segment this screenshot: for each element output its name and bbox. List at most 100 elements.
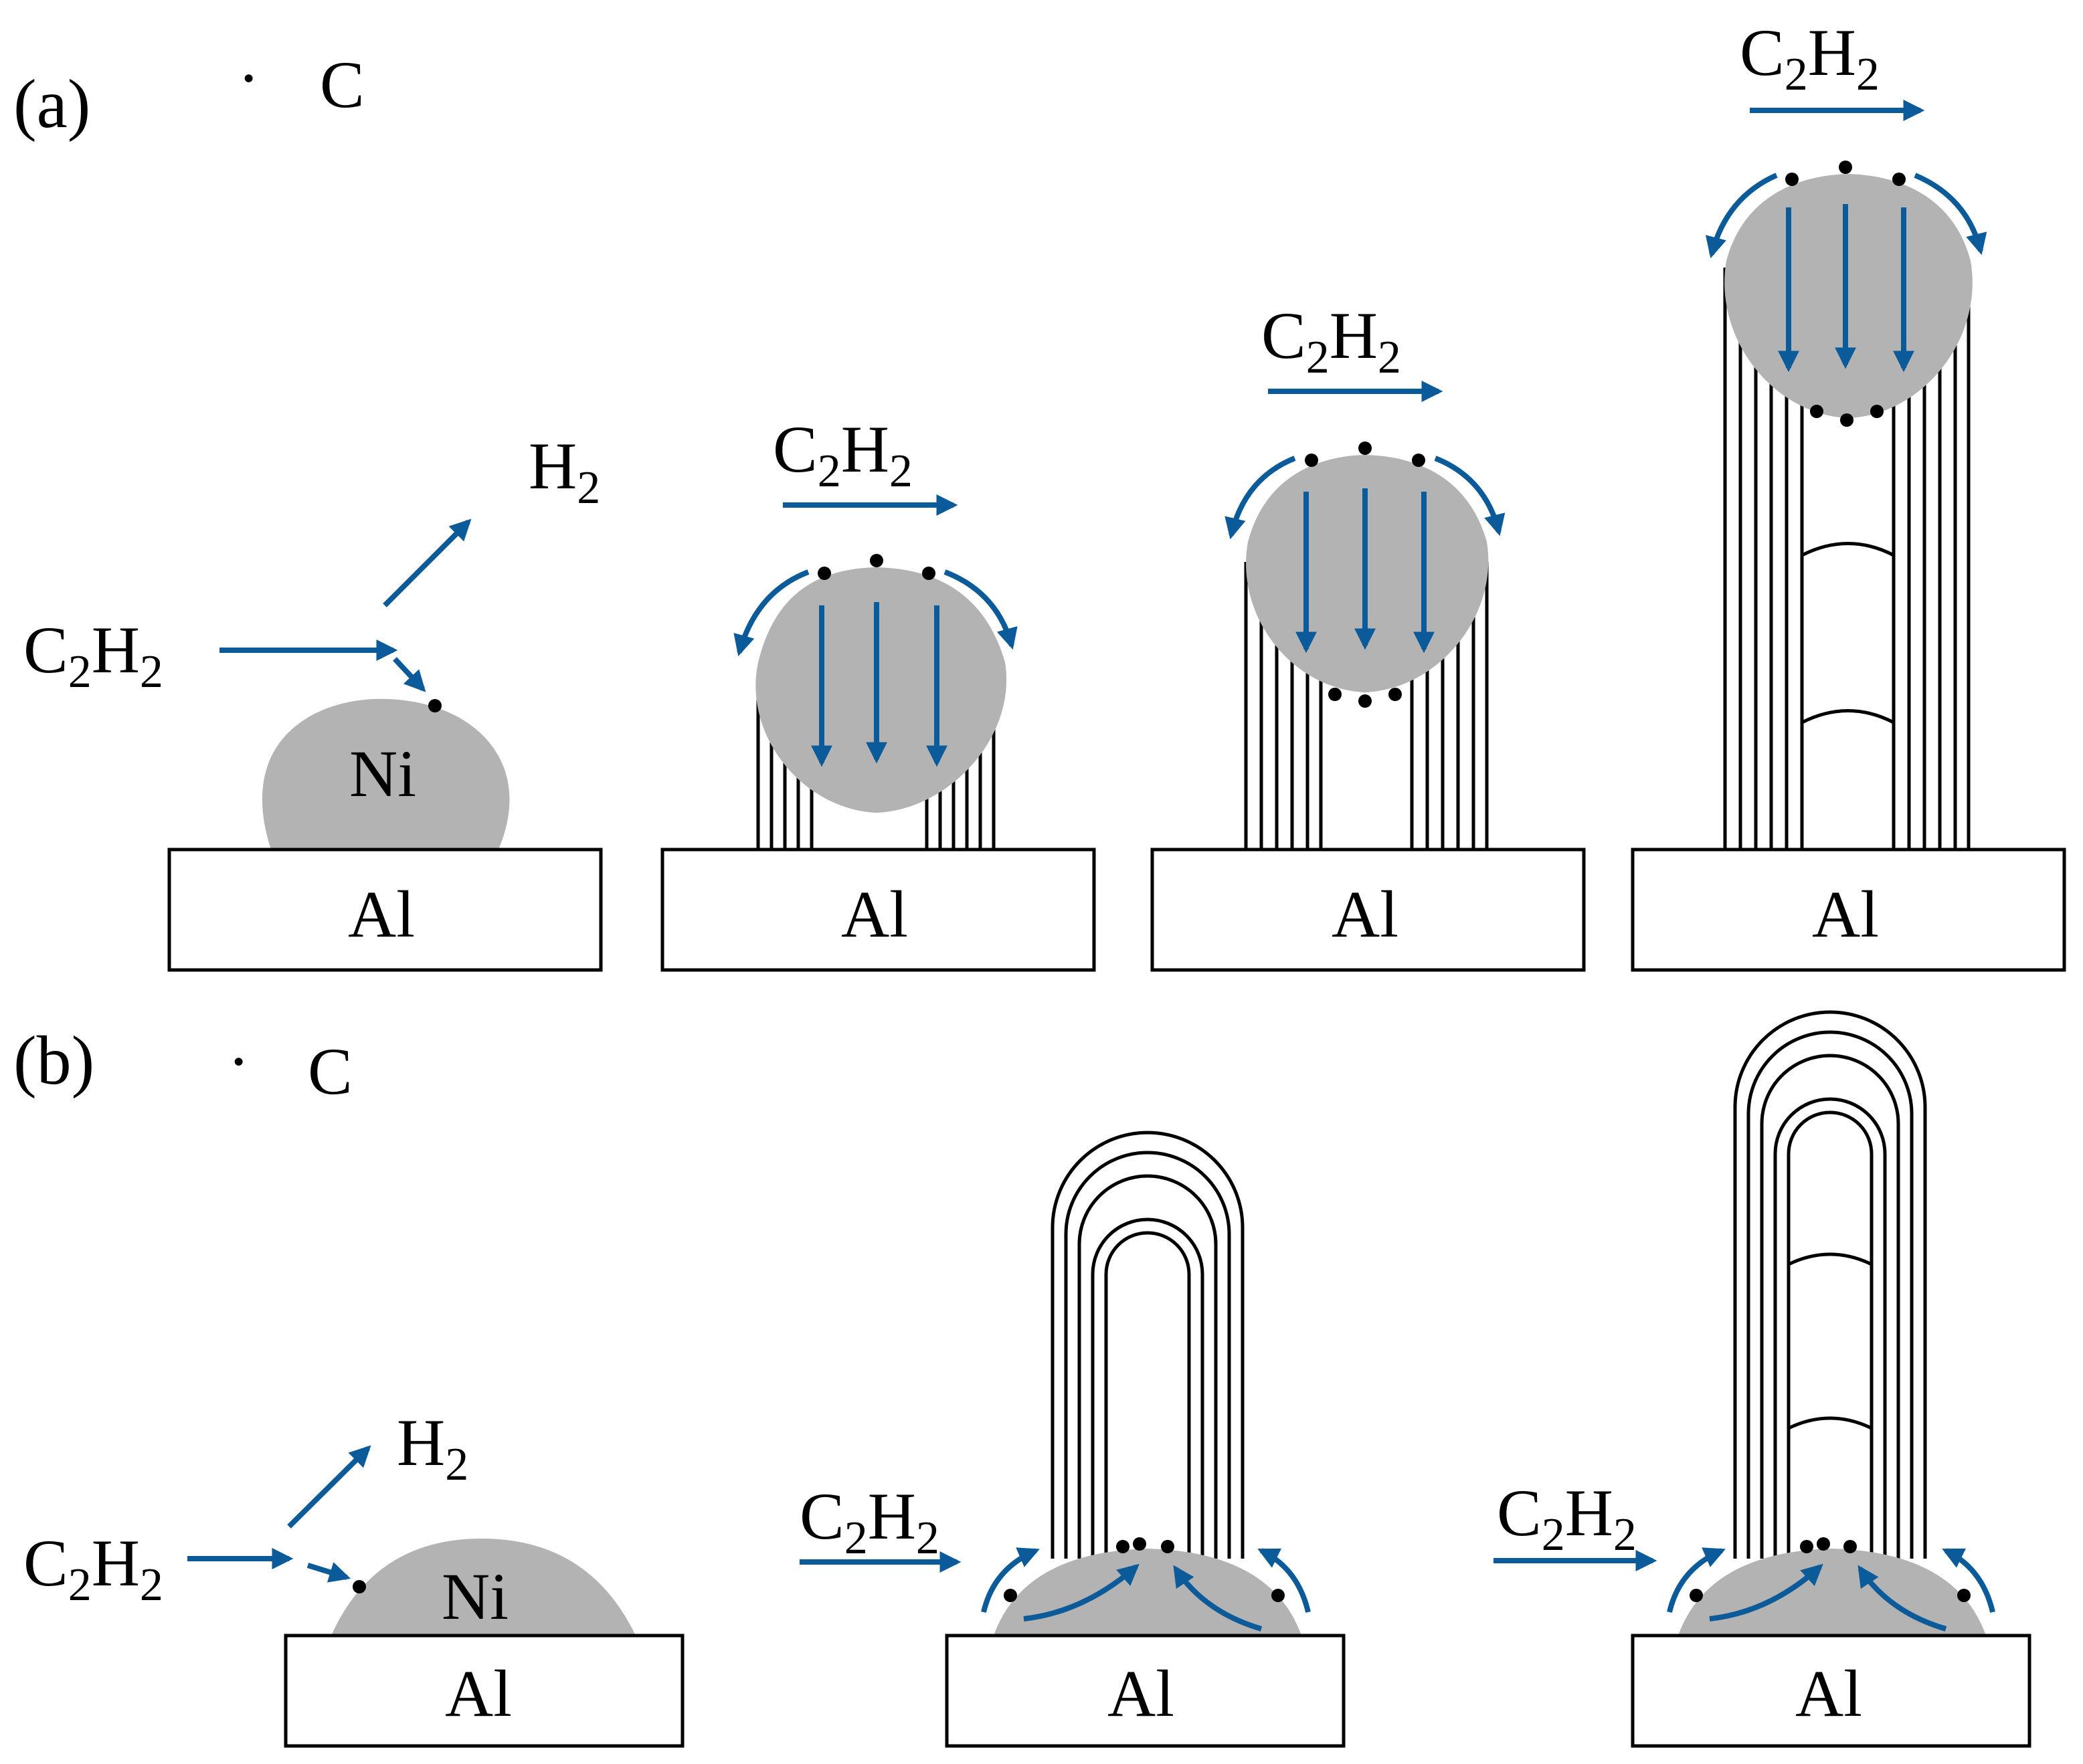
carbon-atom — [1116, 1540, 1129, 1553]
carbon-atom — [1839, 161, 1852, 174]
compartment-wall — [1787, 1252, 1873, 1266]
carbon-atom — [1004, 1589, 1017, 1602]
al-substrate — [167, 848, 603, 972]
surface-diffusion-arrow — [1914, 173, 1987, 256]
panel-a-stage-2: Al C2H2 — [660, 412, 1096, 972]
panel-b-stage-3: Al C2H2 — [1493, 1010, 2031, 1748]
surface-diffusion-arrow — [1667, 1547, 1726, 1613]
panel-b-stage-1: Ni Al C2H2 H2 — [23, 1405, 685, 1748]
ni-particle — [755, 567, 1007, 813]
surface-diffusion-arrow — [943, 569, 1018, 650]
ni-label: Ni — [349, 737, 416, 811]
nanotube-walls — [1244, 562, 1489, 850]
carbon-atom — [1358, 694, 1372, 708]
carbon-adsorption-arrow — [393, 657, 426, 692]
panel-a-stage-1: Ni Al C2H2 H2 — [23, 429, 603, 972]
carbon-atom — [1412, 454, 1425, 467]
carbon-atom — [1133, 1537, 1146, 1551]
surface-diffusion-arrow — [1942, 1548, 1995, 1613]
panel-b: (b) · C Ni Al C2H2 H2 — [13, 1010, 2031, 1748]
nanotube-walls — [1733, 1010, 1927, 1559]
c2h2-label: C2H2 — [1261, 298, 1401, 383]
al-substrate — [945, 1634, 1346, 1748]
bulk-diffusion-arrow — [1023, 1563, 1140, 1622]
carbon-atom — [818, 567, 831, 580]
carbon-atom — [870, 554, 883, 567]
panel-b-legend-dot: · — [228, 1024, 250, 1098]
carbon-atom — [1843, 1540, 1857, 1553]
carbon-atom — [1690, 1589, 1703, 1602]
carbon-atom — [1870, 405, 1884, 418]
panel-a-stage-4: Al C2H2 — [1631, 15, 2066, 972]
ni-particle — [1678, 1549, 1986, 1636]
carbon-atom — [1161, 1540, 1174, 1553]
ni-particle — [994, 1549, 1301, 1636]
c2h2-label: C2H2 — [23, 613, 163, 698]
panel-b-label: (b) — [13, 1022, 94, 1099]
carbon-atom — [1892, 173, 1906, 186]
carbon-atom — [428, 699, 442, 712]
panel-a-label: (a) — [13, 66, 90, 142]
al-label: Al — [348, 877, 415, 951]
carbon-atom — [1785, 173, 1799, 186]
ni-particle — [262, 698, 510, 850]
ni-label: Ni — [442, 1559, 509, 1634]
h2-label: H2 — [397, 1405, 468, 1490]
compartment-wall — [1801, 542, 1895, 557]
bulk-diffusion-arrow — [1173, 1565, 1263, 1632]
nanotube-walls — [1723, 268, 1971, 850]
surface-diffusion-arrow — [981, 1547, 1040, 1613]
al-label: Al — [1107, 1656, 1174, 1731]
al-substrate — [660, 848, 1096, 972]
carbon-atom — [1817, 1537, 1830, 1551]
panel-b-stage-2: Al C2H2 — [800, 1131, 1346, 1748]
compartment-wall — [1787, 1416, 1873, 1430]
carbon-atom — [1840, 413, 1853, 427]
al-substrate — [284, 1634, 685, 1748]
al-label: Al — [1332, 877, 1398, 951]
al-substrate — [1150, 848, 1586, 972]
bulk-diffusion-arrow — [1709, 1563, 1823, 1622]
panel-a-legend-dot: · — [238, 41, 260, 115]
ni-particle — [1724, 174, 1973, 418]
al-substrate — [1631, 1634, 2031, 1748]
surface-diffusion-arrow — [1257, 1548, 1311, 1613]
panel-a-stage-3: Al C2H2 — [1150, 298, 1586, 972]
carbon-atom — [1800, 1540, 1813, 1553]
carbon-atom — [1810, 405, 1823, 418]
h2-release-arrow — [287, 1445, 371, 1529]
al-label: Al — [1795, 1656, 1862, 1731]
carbon-atom — [1271, 1589, 1285, 1602]
al-substrate — [1631, 848, 2066, 972]
h2-label: H2 — [529, 429, 600, 514]
al-label: Al — [1812, 877, 1879, 951]
carbon-adsorption-arrow — [306, 1562, 351, 1583]
carbon-atom — [353, 1580, 366, 1593]
surface-diffusion-arrow — [1705, 173, 1778, 259]
surface-diffusion-arrow — [733, 569, 810, 657]
c2h2-label: C2H2 — [773, 412, 913, 497]
bulk-diffusion-arrow — [1858, 1565, 1947, 1632]
nanotube-walls — [1051, 1131, 1245, 1559]
carbon-atom — [922, 567, 935, 580]
carbon-atom — [1388, 688, 1402, 701]
carbon-atom — [1305, 454, 1318, 467]
c2h2-label: C2H2 — [23, 1526, 163, 1611]
al-label: Al — [841, 877, 908, 951]
carbon-atom — [1358, 442, 1372, 455]
c2h2-label: C2H2 — [1740, 15, 1880, 100]
c2h2-label: C2H2 — [800, 1479, 939, 1564]
compartment-wall — [1801, 709, 1895, 724]
al-label: Al — [445, 1656, 512, 1731]
panel-b-legend-carbon: C — [308, 1034, 353, 1108]
panel-a: (a) · C Ni Al C2H2 H2 — [13, 15, 2066, 972]
carbon-atom — [1328, 688, 1342, 701]
carbon-atom — [1957, 1589, 1971, 1602]
c2h2-label: C2H2 — [1497, 1476, 1637, 1561]
h2-release-arrow — [383, 518, 472, 607]
panel-a-legend-carbon: C — [320, 47, 365, 122]
surface-diffusion-arrow — [1225, 456, 1296, 540]
ni-particle — [331, 1539, 636, 1636]
surface-diffusion-arrow — [1434, 456, 1506, 536]
